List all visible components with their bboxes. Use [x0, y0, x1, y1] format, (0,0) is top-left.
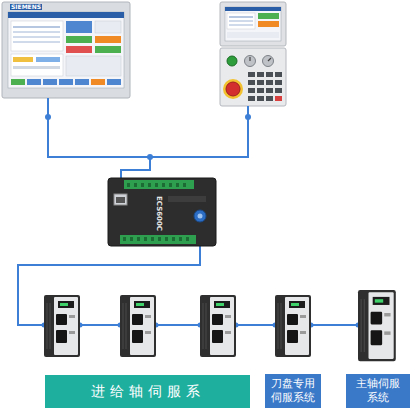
band-label: 刀盘专用 伺服系统: [269, 377, 317, 405]
hmi-panel: [2, 2, 130, 98]
brand-logo: SIEMENS: [10, 4, 42, 10]
system-band: 主轴伺服 系统: [346, 374, 410, 408]
cnc-operator-panel: [220, 2, 286, 106]
servo-drive: [44, 290, 396, 361]
band-label: 进给轴伺服系: [91, 383, 205, 401]
system-band: 进给轴伺服系: [45, 375, 250, 408]
band-label: 主轴伺服 系统: [354, 377, 402, 405]
network-wire: [18, 98, 358, 325]
model-number: ECS600C: [155, 195, 162, 232]
motion-controller: [108, 178, 216, 246]
system-band: 刀盘专用 伺服系统: [265, 374, 321, 408]
